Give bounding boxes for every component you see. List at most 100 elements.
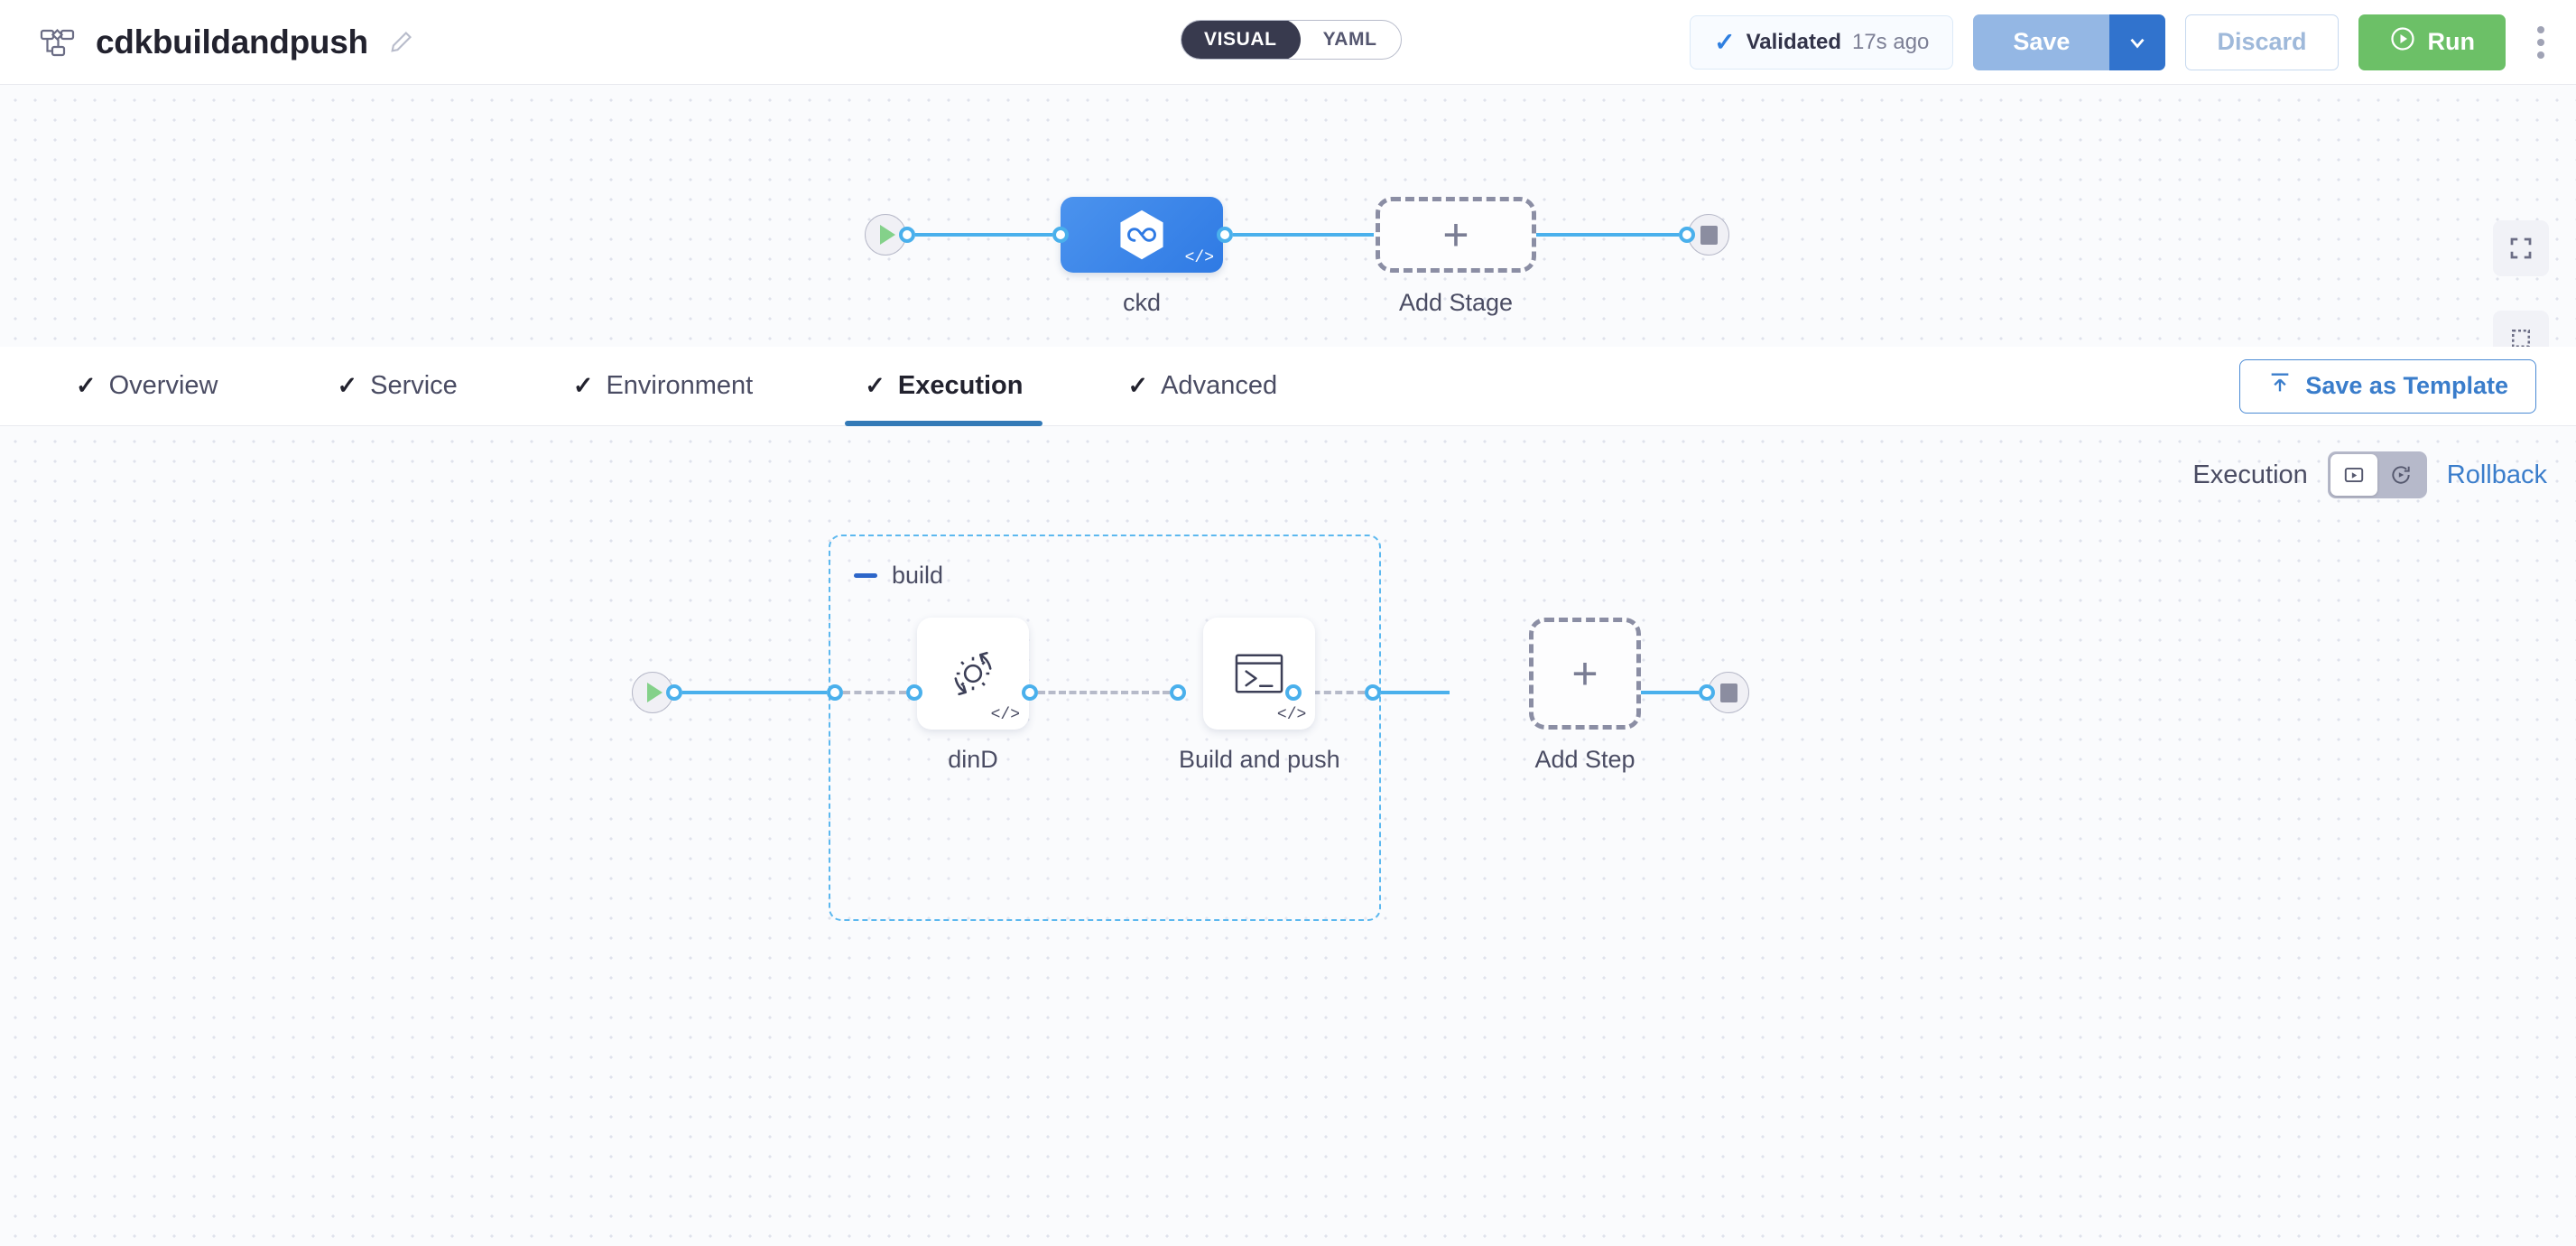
step-node-box[interactable]: </> bbox=[1203, 618, 1316, 730]
stage-tab-bar: ✓ Overview ✓ Service ✓ Environment ✓ Exe… bbox=[0, 347, 2576, 426]
step-node-box[interactable]: </> bbox=[917, 618, 1029, 730]
check-icon: ✓ bbox=[865, 372, 885, 399]
connector-dot bbox=[1052, 227, 1069, 243]
stage-canvas[interactable]: </> ckd + Add Stage bbox=[0, 85, 2576, 347]
validated-label: Validated bbox=[1746, 29, 1841, 54]
tab-overview[interactable]: ✓ Overview bbox=[45, 347, 248, 426]
check-icon: ✓ bbox=[1714, 28, 1736, 56]
add-stage-button[interactable]: + Add Stage bbox=[1376, 197, 1536, 317]
connector-link-dashed bbox=[1302, 691, 1365, 694]
header-actions: ✓ Validated 17s ago Save Discard Run bbox=[1690, 14, 2556, 70]
execution-icon[interactable] bbox=[2330, 454, 2377, 496]
play-start-icon bbox=[879, 225, 895, 245]
app-header: cdkbuildandpush VISUAL YAML ✓ Validated … bbox=[0, 0, 2576, 85]
connector-dot bbox=[1022, 684, 1038, 701]
tab-label: Execution bbox=[897, 371, 1024, 400]
template-upload-icon bbox=[2267, 370, 2293, 402]
execution-label: Execution bbox=[2192, 460, 2308, 489]
check-icon: ✓ bbox=[76, 372, 97, 399]
step-group-header: build bbox=[830, 536, 1379, 590]
check-icon: ✓ bbox=[572, 372, 594, 399]
gear-sync-icon bbox=[954, 651, 992, 696]
stage-node-box[interactable]: </> bbox=[1061, 197, 1223, 273]
tab-label: Advanced bbox=[1161, 371, 1278, 400]
header-left-group: cdkbuildandpush bbox=[40, 23, 413, 61]
step-node-label: dinD bbox=[948, 746, 998, 773]
canvas-controls bbox=[2493, 220, 2549, 347]
rollback-icon[interactable] bbox=[2377, 454, 2424, 496]
save-as-template-button[interactable]: Save as Template bbox=[2239, 358, 2536, 414]
run-label: Run bbox=[2427, 28, 2475, 55]
pipeline-end-node[interactable] bbox=[1688, 214, 1729, 256]
plus-icon: + bbox=[1571, 648, 1598, 699]
stop-end-icon bbox=[1719, 683, 1737, 702]
page-title: cdkbuildandpush bbox=[96, 23, 368, 60]
add-stage-box[interactable]: + bbox=[1376, 197, 1536, 273]
connector-link bbox=[915, 233, 1052, 237]
tab-advanced[interactable]: ✓ Advanced bbox=[1097, 347, 1308, 426]
tab-service[interactable]: ✓ Service bbox=[306, 347, 487, 426]
connector-link bbox=[682, 691, 827, 694]
execution-canvas[interactable]: Execution Rollback build bbox=[0, 426, 2576, 1246]
chevron-down-icon[interactable] bbox=[2109, 14, 2166, 70]
save-button-group[interactable]: Save bbox=[1973, 14, 2166, 70]
harness-deploy-icon bbox=[1120, 209, 1163, 260]
tab-execution[interactable]: ✓ Execution bbox=[834, 347, 1053, 426]
save-as-template-label: Save as Template bbox=[2305, 372, 2508, 399]
validated-time: 17s ago bbox=[1851, 29, 1930, 54]
tab-label: Service bbox=[370, 371, 458, 400]
connector-dot bbox=[899, 227, 915, 243]
run-button[interactable]: Run bbox=[2358, 14, 2506, 70]
add-step-label: Add Step bbox=[1534, 746, 1635, 773]
connector-link-dashed bbox=[1038, 691, 1170, 694]
discard-button[interactable]: Discard bbox=[2185, 14, 2339, 70]
collapse-minus-icon[interactable] bbox=[854, 573, 877, 578]
add-step-button[interactable]: + Add Step bbox=[1529, 618, 1641, 774]
code-icon: </> bbox=[1276, 706, 1307, 724]
connector-dot bbox=[827, 684, 843, 701]
step-group-title: build bbox=[892, 562, 944, 589]
connector-dot bbox=[666, 684, 682, 701]
code-icon: </> bbox=[1184, 249, 1214, 267]
tab-label: Overview bbox=[108, 371, 218, 400]
selection-box-icon[interactable] bbox=[2493, 311, 2549, 347]
connector-link-dashed bbox=[843, 691, 906, 694]
connector-link bbox=[1534, 233, 1679, 237]
connector-link bbox=[1381, 691, 1450, 694]
check-icon: ✓ bbox=[1127, 372, 1149, 399]
stop-end-icon bbox=[1700, 225, 1718, 245]
play-start-icon bbox=[646, 683, 663, 702]
tab-environment[interactable]: ✓ Environment bbox=[542, 347, 783, 426]
kebab-menu-icon[interactable] bbox=[2525, 14, 2556, 70]
execution-rollback-toggle: Execution Rollback bbox=[2192, 451, 2547, 498]
pipeline-flow-icon bbox=[40, 27, 76, 58]
code-icon: </> bbox=[990, 706, 1020, 724]
rollback-label[interactable]: Rollback bbox=[2446, 460, 2547, 489]
connector-dot bbox=[1285, 684, 1302, 701]
step-node-build-and-push[interactable]: </> Build and push bbox=[1179, 618, 1340, 774]
connector-link bbox=[1233, 233, 1374, 237]
step-node-label: Build and push bbox=[1179, 746, 1340, 773]
plus-icon: + bbox=[1442, 209, 1469, 260]
stage-flow-row bbox=[865, 214, 1729, 256]
connector-dot bbox=[906, 684, 922, 701]
add-step-box[interactable]: + bbox=[1529, 618, 1641, 730]
fit-to-screen-icon[interactable] bbox=[2493, 220, 2549, 276]
terminal-icon bbox=[1236, 654, 1283, 693]
step-node-dind[interactable]: </> dinD bbox=[917, 618, 1029, 774]
stage-node-ckd[interactable]: </> ckd bbox=[1061, 197, 1223, 317]
pencil-edit-icon[interactable] bbox=[388, 30, 413, 55]
connector-dot bbox=[1699, 684, 1715, 701]
check-icon: ✓ bbox=[337, 372, 358, 399]
segmented-toggle[interactable] bbox=[2327, 451, 2427, 498]
mode-visual-button[interactable]: VISUAL bbox=[1181, 21, 1301, 59]
tab-label: Environment bbox=[606, 371, 754, 400]
save-button[interactable]: Save bbox=[1973, 14, 2110, 70]
play-circle-icon bbox=[2389, 25, 2416, 59]
connector-dot bbox=[1365, 684, 1381, 701]
connector-dot bbox=[1217, 227, 1233, 243]
visual-yaml-toggle[interactable]: VISUAL YAML bbox=[1181, 20, 1402, 60]
connector-dot bbox=[1170, 684, 1186, 701]
stage-node-label: ckd bbox=[1122, 289, 1162, 316]
mode-yaml-button[interactable]: YAML bbox=[1300, 21, 1401, 59]
